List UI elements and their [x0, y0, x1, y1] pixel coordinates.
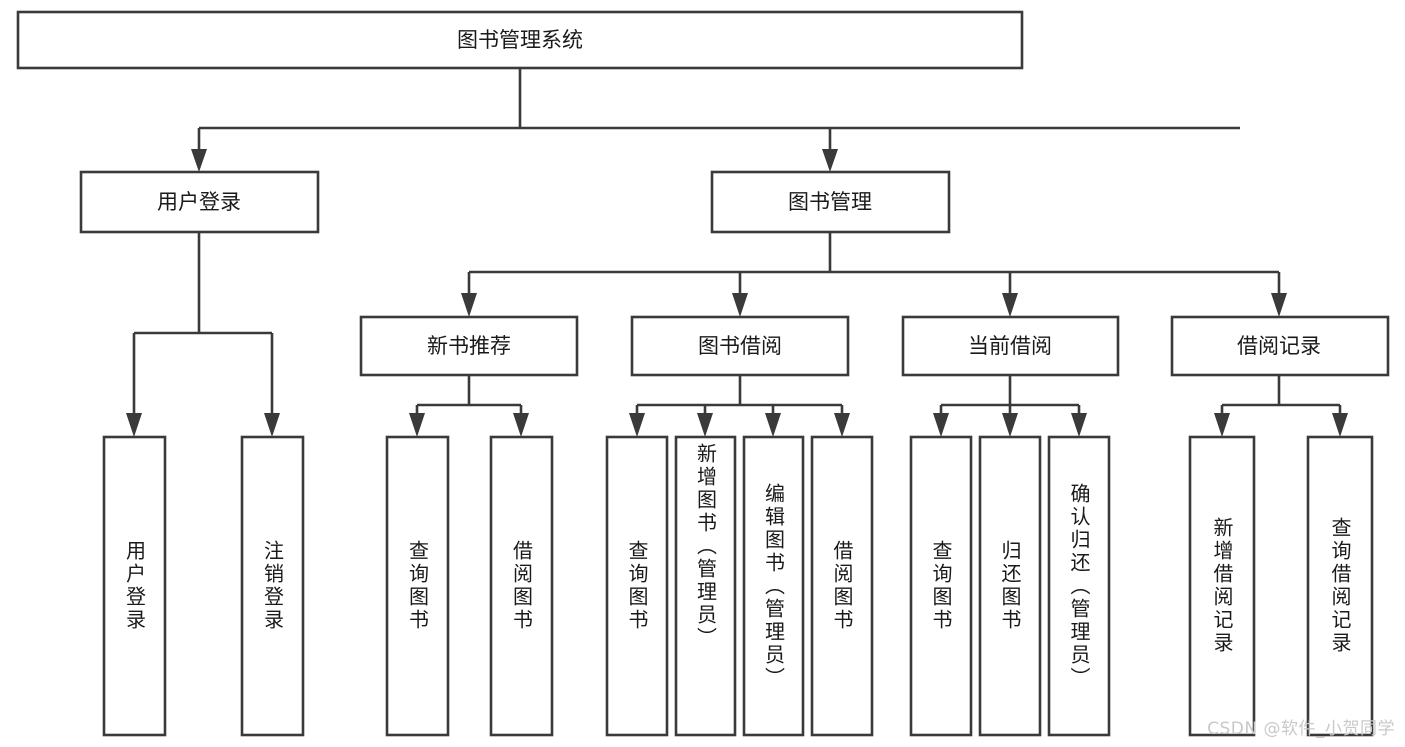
node-label-book-borrow: 图书借阅 — [698, 334, 782, 358]
leaf-box-user-login[interactable] — [102, 435, 167, 737]
leaf-box-borrow-book-2[interactable] — [810, 435, 874, 737]
leaf-box-confirm-return[interactable] — [1047, 435, 1111, 737]
leaf-box-logout-login[interactable] — [240, 435, 305, 737]
node-label-user-login: 用户登录 — [157, 190, 241, 214]
connector-new-book-recommend-to-leaves — [409, 375, 529, 437]
connector-borrow-record-to-leaves — [1214, 375, 1348, 437]
leaf-box-query-book-2[interactable] — [605, 435, 669, 737]
connector-root-to-level1 — [191, 68, 1240, 172]
node-label-book-management: 图书管理 — [788, 190, 872, 214]
leaf-box-add-book[interactable] — [674, 435, 737, 737]
node-box-new-book-recommend[interactable] — [359, 315, 579, 377]
leaf-box-query-book-3[interactable] — [909, 435, 973, 737]
node-box-user-login[interactable] — [79, 170, 320, 234]
node-box-current-borrow[interactable] — [901, 315, 1120, 377]
node-label-new-book-recommend: 新书推荐 — [427, 334, 511, 358]
leaf-box-borrow-book-1[interactable] — [489, 435, 554, 737]
node-box-borrow-record[interactable] — [1170, 315, 1390, 377]
leaf-box-edit-book[interactable] — [742, 435, 805, 737]
connector-current-borrow-to-leaves — [933, 375, 1087, 437]
node-box-book-management[interactable] — [710, 170, 951, 234]
leaf-box-query-book-1[interactable] — [385, 435, 450, 737]
connector-book-borrow-to-leaves — [629, 375, 850, 437]
connector-book-management-to-level2 — [461, 232, 1287, 317]
leaf-box-query-record[interactable] — [1306, 435, 1374, 737]
leaf-box-add-record[interactable] — [1188, 435, 1256, 737]
node-label-borrow-record: 借阅记录 — [1237, 334, 1321, 358]
connector-user-login-to-leaves — [126, 232, 280, 437]
node-label-root: 图书管理系统 — [457, 28, 583, 52]
node-label-current-borrow: 当前借阅 — [968, 334, 1052, 358]
csdn-watermark: CSDN @软件_小贺同学 — [1207, 719, 1395, 739]
node-box-book-borrow[interactable] — [630, 315, 850, 377]
node-box-root[interactable] — [16, 10, 1024, 70]
leaf-box-return-book[interactable] — [978, 435, 1042, 737]
